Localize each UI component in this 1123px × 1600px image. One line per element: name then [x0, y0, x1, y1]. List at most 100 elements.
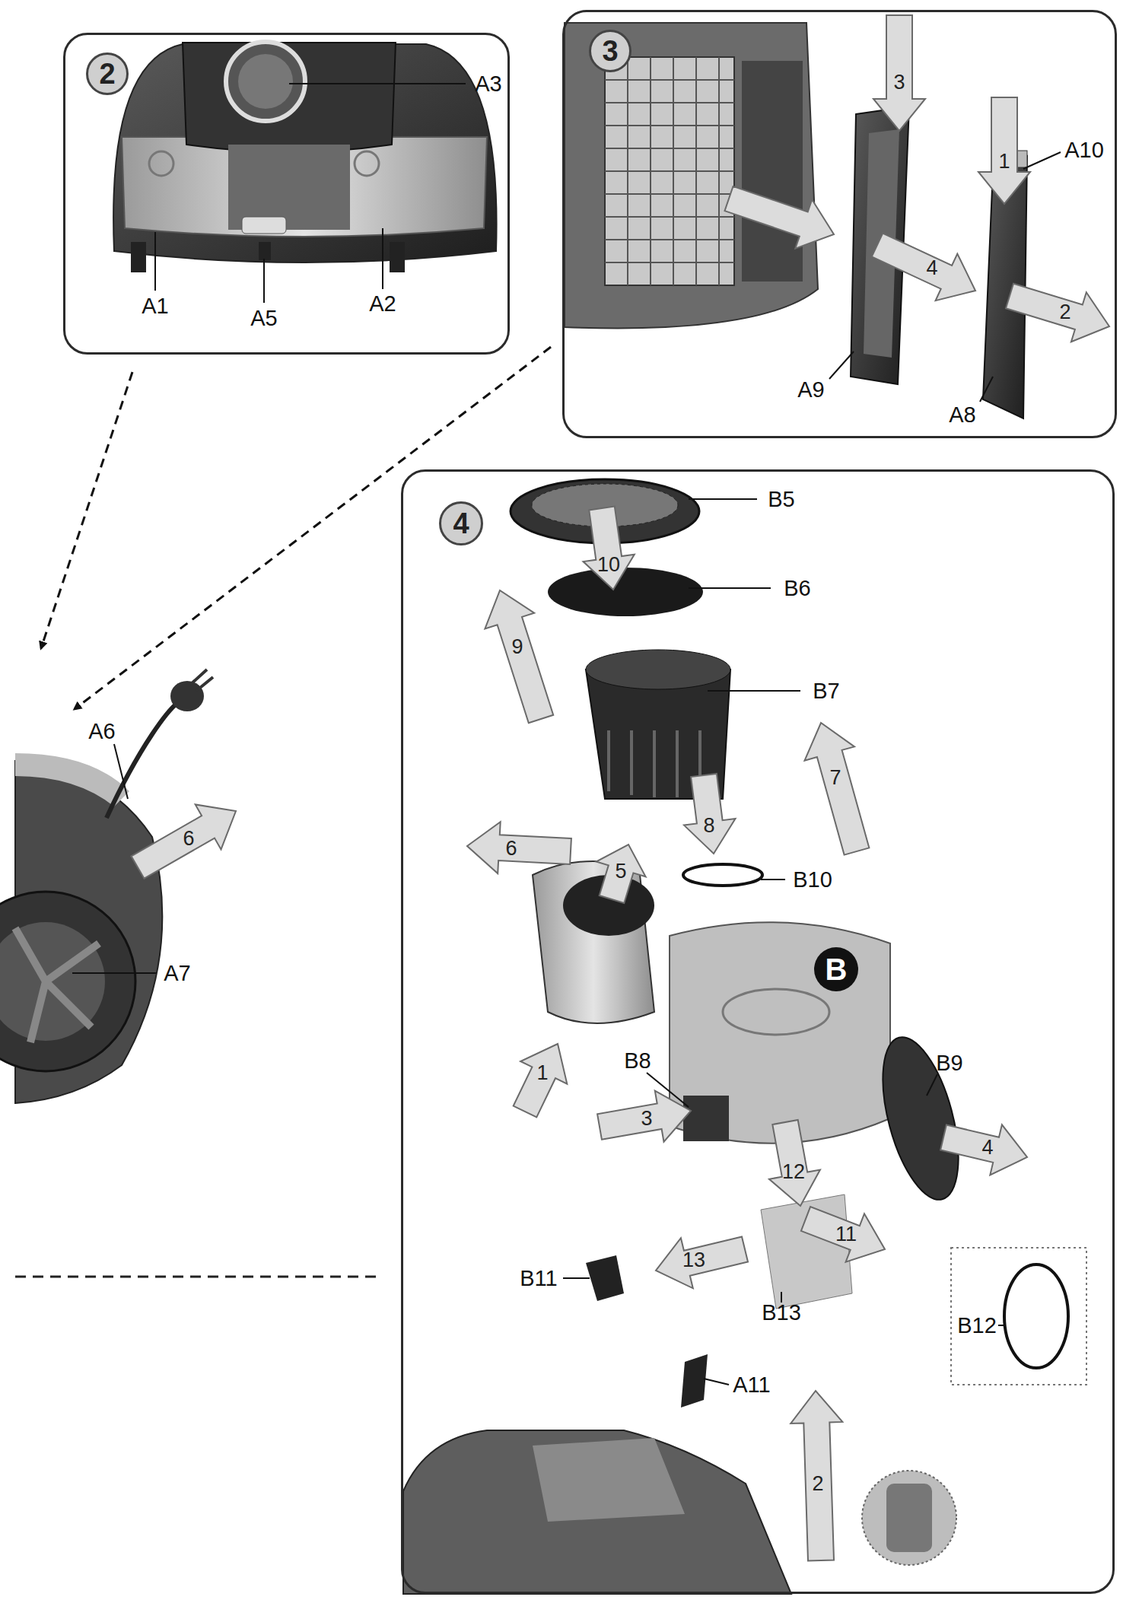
container-parts	[403, 479, 1087, 1594]
part-label: B7	[812, 678, 840, 704]
leader-line	[688, 498, 758, 500]
step-panel: 4B	[400, 469, 1115, 1594]
leader-lines	[72, 83, 1061, 1385]
seal-b12	[1004, 1264, 1069, 1368]
block-arrow	[978, 97, 1031, 204]
part-b11	[585, 1255, 624, 1302]
lid	[532, 861, 655, 1024]
handle-recess	[182, 42, 396, 153]
inset-photo	[862, 1470, 957, 1566]
block-arrow	[683, 773, 736, 854]
leader-line	[979, 376, 993, 402]
block-arrow	[583, 506, 635, 590]
dashed-divider	[15, 1275, 383, 1279]
arrow-group	[131, 15, 1111, 1562]
wheel-a7	[0, 891, 136, 1072]
callout-number: 6	[505, 836, 517, 861]
foam-b6	[547, 567, 704, 617]
part-label: A9	[797, 377, 824, 403]
grid-lines	[604, 57, 735, 286]
leader-line	[829, 351, 854, 379]
part-label: B6	[783, 575, 811, 602]
container-seat	[532, 1437, 685, 1522]
callout-number: 5	[614, 859, 627, 884]
callout-number: 4	[925, 256, 938, 280]
silver-panel	[121, 136, 487, 237]
leader-line	[114, 744, 128, 799]
plug	[170, 680, 204, 712]
part-label: B9	[935, 1050, 963, 1076]
cyclone-top	[585, 649, 731, 690]
part-label: A8	[948, 402, 976, 428]
dial-center	[238, 54, 293, 109]
callout-number: 4	[981, 1135, 993, 1160]
leader-line	[926, 1074, 938, 1096]
part-label: B13	[761, 1300, 802, 1326]
part-label: A1	[141, 293, 169, 319]
callout-number: 2	[811, 1472, 824, 1496]
block-arrow	[467, 821, 572, 874]
callout-number: 3	[640, 1107, 653, 1131]
callout-number: 3	[893, 70, 905, 95]
part-label: A5	[250, 305, 277, 331]
detail-box	[951, 1247, 1087, 1385]
filter-grid	[604, 57, 735, 286]
callout-number: 1	[998, 149, 1010, 174]
callout-number: 1	[536, 1061, 548, 1085]
vacuum-top	[113, 41, 497, 273]
part-label: B12	[957, 1313, 997, 1339]
step-number: 3	[588, 29, 632, 73]
callout-number: 11	[835, 1222, 857, 1247]
block-arrow	[804, 722, 870, 856]
seal-b10	[683, 864, 763, 886]
block-arrow	[596, 844, 646, 904]
button-icon	[149, 151, 174, 176]
recess	[741, 60, 803, 282]
block-arrow	[940, 1124, 1028, 1175]
part-label: A2	[369, 291, 396, 317]
body-shape	[564, 22, 818, 328]
callout-number: 6	[182, 827, 195, 851]
leader-line	[998, 1324, 1006, 1327]
block-arrow	[655, 1237, 748, 1289]
container-inner	[722, 989, 830, 1035]
step-number: 2	[85, 52, 129, 96]
part-label: A10	[1064, 137, 1104, 163]
callout-number: 8	[703, 814, 715, 838]
vacuum-base	[403, 1430, 792, 1594]
callout-number: 13	[682, 1248, 706, 1273]
flap-b13	[760, 1194, 853, 1309]
dashed-pointer	[41, 372, 133, 649]
leader-line	[703, 1378, 729, 1385]
latch-b8	[683, 1095, 729, 1142]
part-a11	[680, 1354, 708, 1408]
foot	[130, 241, 147, 273]
bottom-lid-b9	[868, 1029, 974, 1208]
block-arrow	[801, 1206, 885, 1263]
part-label: A7	[163, 960, 191, 987]
leader-line	[72, 972, 156, 974]
foot	[258, 241, 271, 261]
block-arrow	[871, 233, 976, 302]
block-arrow	[513, 1043, 568, 1117]
part-label: B5	[767, 486, 795, 513]
block-arrow	[597, 1091, 691, 1143]
step-panel: 2	[63, 32, 510, 355]
leader-line	[563, 1277, 590, 1279]
callout-number: 9	[511, 635, 523, 659]
block-arrow	[769, 1119, 821, 1206]
callout-number: 10	[597, 553, 621, 577]
block-arrow	[725, 186, 835, 249]
container-b	[669, 922, 891, 1144]
block-arrow	[131, 804, 237, 879]
button-icon	[354, 151, 379, 176]
block-arrow	[790, 1390, 843, 1562]
leader-line	[381, 228, 384, 290]
foot	[389, 241, 405, 273]
block-arrow	[1005, 283, 1110, 343]
dial	[225, 41, 306, 121]
part-label: B11	[519, 1266, 557, 1292]
